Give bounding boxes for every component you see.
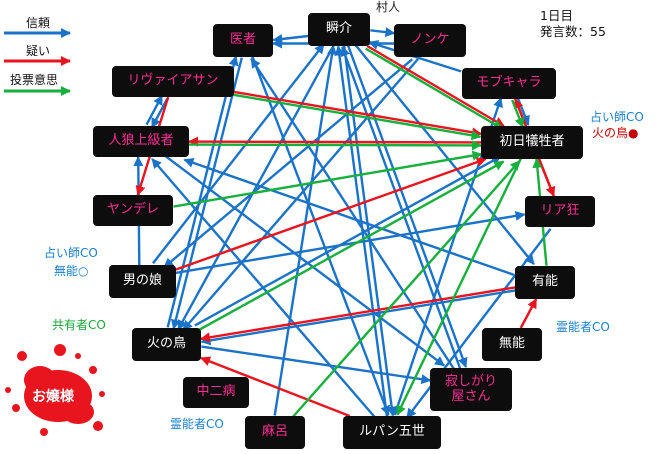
edge-trust-yuunou-to-hinotori — [200, 289, 516, 346]
node-maro[interactable]: 麻呂 — [245, 416, 305, 449]
edge-trust-sabishi_1-to-shunsuke — [340, 46, 462, 370]
edge-trust-rivaia-to-jinrou — [150, 97, 169, 129]
legend-trust-label: 信頼 — [26, 16, 51, 30]
edge-trust-shunsuke-to-hinotori — [177, 46, 334, 331]
edge-trust-lupin-to-shunsuke — [334, 45, 389, 417]
edge-trust-yuunou-to-jinrou — [183, 158, 515, 277]
edge-trust-lupin-to-jinrou — [151, 158, 377, 419]
node-hinotori[interactable]: 火の鳥 — [132, 328, 201, 361]
edge-trust-otoko-to-riakyo — [175, 210, 526, 275]
edge-vote-shunsuke-to-shonichi — [365, 47, 504, 130]
day-label: 1日目 — [540, 8, 573, 23]
legend-doubt-label: 疑い — [26, 44, 51, 58]
blood-splat-icon — [5, 344, 105, 436]
node-jinrou[interactable]: 人狼上級者 — [93, 126, 189, 157]
edge-doubt-shunsuke-to-shonichi — [366, 44, 505, 128]
edge-doubt-lupin-to-hinotori — [200, 356, 351, 418]
edge-trust-hinotori-to-shonichi — [194, 155, 502, 327]
edge-vote-jinrou-to-shonichi — [188, 140, 482, 151]
node-isha[interactable]: 医者 — [213, 24, 273, 57]
edge-doubt-rivaia-to-shonichi — [233, 90, 482, 138]
edge-trust-hinotori-to-sabishi_1 — [201, 345, 432, 385]
note-mobu-result: 火の鳥● — [592, 126, 639, 140]
node-shunsuke[interactable]: 瞬介 — [308, 13, 370, 46]
note-mobu-co: 占い師CO — [590, 110, 644, 124]
edge-trust-isha-to-lupin — [250, 55, 390, 416]
edge-doubt-otoko-to-shonichi — [175, 157, 487, 271]
day-info: 1日目 発言数：55 — [540, 8, 606, 41]
edge-trust-hinotori-to-isha — [166, 55, 239, 328]
node-sabishigari-line2: 屋さん — [451, 388, 491, 404]
edge-doubt-munou-to-yuunou — [519, 298, 538, 329]
note-kyouyuu-co: 共有者CO — [52, 318, 106, 332]
edge-vote-shonichi-to-lupin — [396, 157, 523, 416]
note-munou-co: 霊能者CO — [556, 320, 610, 334]
node-sabishigari-line1: 寂しがり — [444, 373, 497, 389]
note-otoko-result: 無能○ — [54, 264, 89, 278]
node-sabishigari[interactable]: 寂しがり 屋さん — [430, 368, 512, 411]
edge-doubt-yuunou-to-hinotori — [200, 286, 516, 343]
remark-count: 発言数：55 — [540, 24, 606, 40]
note-chuuni-co: 霊能者CO — [170, 417, 224, 431]
node-yuunou[interactable]: 有能 — [515, 266, 575, 299]
node-nonke[interactable]: ノンケ — [394, 24, 466, 57]
node-otoko[interactable]: 男の娘 — [109, 265, 176, 298]
legend-vote-label: 投票意思 — [10, 73, 59, 87]
edge-vote-hinotori-to-shonichi — [197, 160, 505, 332]
edge-doubt-shonichi-to-jinrou — [188, 136, 482, 147]
edge-trust-jinrou-to-rivaia — [145, 94, 164, 126]
node-shonichi[interactable]: 初日犠牲者 — [481, 126, 583, 159]
note-murabito: 村人 — [376, 0, 401, 14]
node-chuuni[interactable]: 中二病 — [183, 377, 249, 408]
edge-vote-rivaia-to-shonichi — [233, 93, 482, 141]
edge-trust-shunsuke-to-yuunou — [353, 43, 535, 265]
edge-trust-shunsuke-to-nonke — [370, 27, 396, 38]
edge-trust-otoko-to-shunsuke — [152, 43, 325, 264]
node-rivaia[interactable]: リヴァイアサン — [112, 66, 234, 97]
node-lupin[interactable]: ルパン五世 — [343, 416, 441, 449]
edge-trust-shunsuke-to-isha — [272, 34, 309, 44]
note-otoko-co: 占い師CO — [44, 246, 98, 260]
edge-trust-nonke-to-hinotori — [182, 58, 419, 331]
edge-vote-mobu-to-shonichi — [511, 99, 525, 129]
node-riakyo[interactable]: リア狂 — [525, 196, 595, 227]
edge-vote-mahjong-to-shonichi — [291, 160, 521, 419]
node-munou[interactable]: 無能 — [482, 328, 542, 361]
ojousama-label: お嬢様 — [32, 389, 74, 405]
edge-vote-yandere-to-shonichi — [173, 150, 483, 208]
node-mobu[interactable]: モブキャラ — [462, 68, 556, 99]
edge-trust-nonke-to-otoko — [163, 58, 413, 269]
edge-trust-sabishi_1-to-isha — [250, 57, 456, 371]
node-yandere[interactable]: ヤンデレ — [93, 195, 173, 226]
edge-layer — [133, 27, 556, 419]
